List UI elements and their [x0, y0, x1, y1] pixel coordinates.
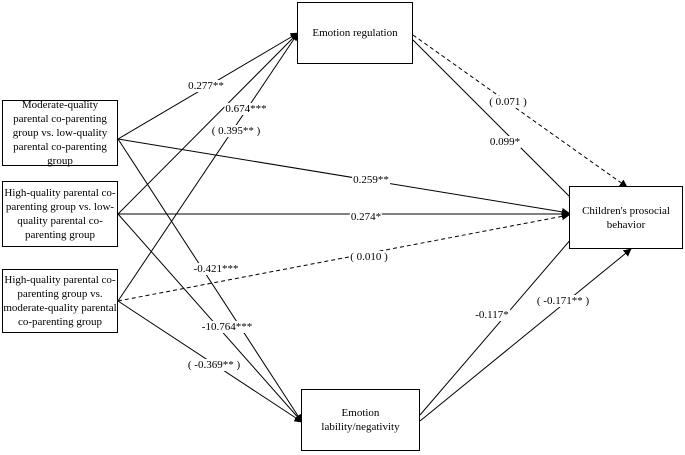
edge-x3-y	[117, 212, 570, 302]
node-high-vs-low: High-quality parental co-parenting group…	[2, 181, 118, 247]
edge-x2-m2	[117, 213, 303, 423]
node-prosocial-behavior-label: Children's prosocial behavior	[582, 204, 670, 231]
edge-x3-m1	[117, 32, 299, 302]
node-high-vs-moderate-label: High-quality parental co-parenting group…	[3, 274, 117, 328]
node-high-vs-moderate: High-quality parental co-parenting group…	[2, 269, 118, 333]
coef-m1-y-solid: 0.099*	[488, 136, 522, 148]
node-prosocial-behavior: Children's prosocial behavior	[569, 186, 683, 249]
coef-m2-y-left: -0.117*	[474, 309, 510, 321]
node-moderate-vs-low: Moderate-quality parental co-parenting g…	[2, 99, 118, 167]
node-emotion-lability: Emotion lability/negativity	[301, 389, 420, 451]
coef-x1-m1: 0.277**	[187, 80, 225, 92]
coef-x1-y: 0.259**	[352, 174, 390, 186]
coef-x1-m2: -0.421***	[192, 263, 240, 275]
edge-x1-m2	[117, 138, 303, 423]
coef-x2-m2: -10.764***	[200, 321, 254, 333]
coef-m1-y-dashed: ( 0.071 )	[488, 96, 528, 108]
edge-m1-y-solid	[412, 39, 579, 206]
node-emotion-lability-label: Emotion lability/negativity	[321, 407, 400, 433]
node-emotion-regulation-label: Emotion regulation	[312, 27, 398, 39]
coef-m2-y-right: ( -0.171** )	[535, 295, 591, 307]
coef-x2-m1: 0.674***	[224, 103, 268, 115]
edge-x2-m1	[117, 32, 299, 215]
coef-x3-m2: ( -0.369** )	[186, 359, 242, 371]
edge-x1-y	[117, 138, 570, 216]
coef-x2-y: 0.274*	[349, 211, 383, 223]
edge-m1-y-dashed	[412, 34, 628, 188]
node-emotion-regulation: Emotion regulation	[297, 2, 413, 64]
coef-x3-y: ( 0.010 )	[349, 251, 389, 263]
node-high-vs-low-label: High-quality parental co-parenting group…	[4, 187, 116, 241]
edge-m2-y-right	[419, 248, 632, 422]
node-moderate-vs-low-label: Moderate-quality parental co-parenting g…	[12, 99, 108, 167]
coef-x3-m1: ( 0.395** )	[210, 125, 262, 137]
